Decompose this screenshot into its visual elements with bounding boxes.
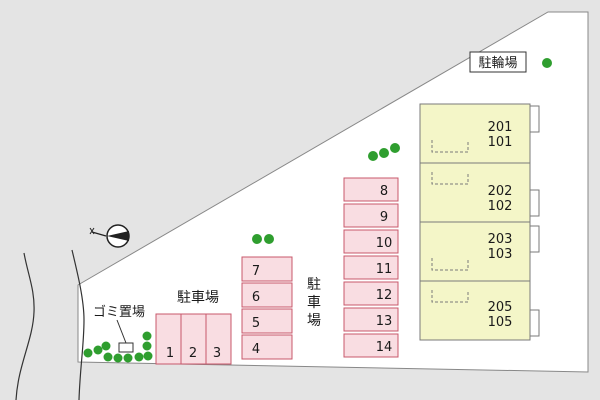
garbage-area-leader (116, 319, 127, 344)
parking-space (155, 313, 182, 365)
unit-label-lower: 102 (488, 199, 513, 214)
bicycle-parking-label: 駐輪場 (478, 55, 517, 71)
garbage-area-box (118, 342, 134, 353)
parking-space-number: 2 (189, 346, 197, 361)
unit-label-upper: 202 (488, 184, 513, 199)
parking-space-number: 5 (252, 316, 260, 331)
parking-space-number: 12 (376, 288, 393, 303)
parking-space (205, 313, 232, 365)
parking-row-left: 1 2 3 (155, 313, 232, 365)
garbage-area-label: ゴミ置場 (93, 304, 145, 320)
road-edge-left (15, 252, 35, 400)
parking-column-right: 8 9 10 11 12 13 14 (343, 177, 399, 358)
unit-label-upper: 203 (488, 232, 513, 247)
bicycle-parking-sign: 駐輪場 (469, 51, 527, 73)
unit-label-upper: 201 (488, 120, 513, 135)
parking-label-vertical-1: 駐 (307, 277, 321, 293)
parking-space-number: 1 (166, 346, 174, 361)
parking-space (241, 334, 293, 360)
unit-label-lower: 103 (488, 247, 513, 262)
north-arrow-icon (89, 224, 130, 248)
parking-space (343, 333, 399, 358)
parking-column-middle: 7 6 5 4 (241, 256, 293, 360)
parking-space-number: 6 (252, 290, 260, 305)
parking-space (180, 313, 207, 365)
parking-space (241, 256, 293, 282)
road-edge-right (71, 249, 85, 400)
parking-space-number: 7 (252, 264, 260, 279)
apartment-building: 201 101 202 102 203 103 205 105 (419, 103, 540, 341)
parking-space-number: 14 (376, 340, 393, 355)
unit-label-lower: 101 (488, 135, 513, 150)
parking-space-number: 10 (376, 236, 393, 251)
parking-space (343, 281, 399, 306)
unit-label-upper: 205 (488, 300, 513, 315)
parking-label: 駐車場 (177, 289, 219, 306)
parking-space-number: 13 (376, 314, 393, 329)
unit-label-lower: 105 (488, 315, 513, 330)
parking-space (343, 177, 399, 202)
parking-space (343, 255, 399, 280)
parking-space (343, 229, 399, 254)
parking-space-number: 4 (252, 342, 260, 357)
parking-space-number: 9 (380, 210, 388, 225)
parking-space (343, 307, 399, 332)
parking-space-number: 8 (380, 184, 388, 199)
tree-icon (83, 58, 552, 363)
parking-space (241, 308, 293, 334)
parking-label-vertical-3: 場 (307, 313, 321, 329)
parking-space (343, 203, 399, 228)
parking-space (241, 282, 293, 308)
parking-label-vertical-2: 車 (307, 294, 321, 311)
parking-space-number: 3 (213, 346, 221, 361)
parking-space-number: 11 (376, 262, 393, 277)
